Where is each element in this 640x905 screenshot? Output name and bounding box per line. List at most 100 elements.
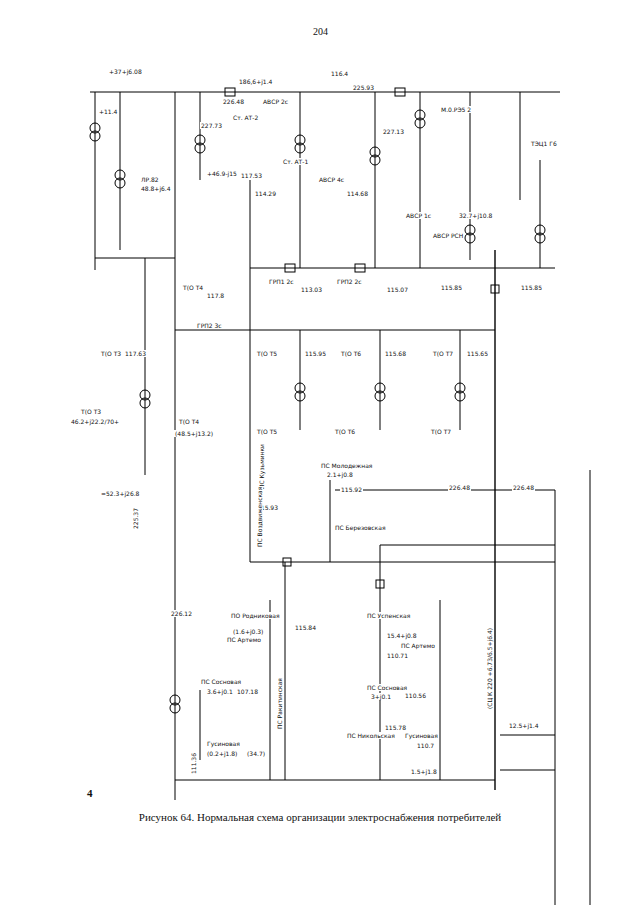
value-label: 110.7 bbox=[416, 742, 435, 749]
value-label: ТЭЦ1 Г6 bbox=[530, 140, 558, 147]
value-label: ГРП1 2с bbox=[268, 278, 295, 285]
value-label: 117.53 bbox=[240, 172, 263, 179]
value-label: ПС Сосновая bbox=[200, 678, 242, 685]
scheme-line bbox=[200, 92, 201, 180]
scheme-line bbox=[285, 562, 286, 780]
value-label: (СЦ К 220 +6.73/6.5+j6.4) bbox=[486, 627, 493, 710]
scheme-rect bbox=[395, 88, 405, 96]
scheme-circle bbox=[455, 391, 465, 401]
figure-caption: Рисунок 64. Нормальная схема организации… bbox=[0, 811, 640, 823]
scheme-line bbox=[175, 92, 176, 800]
value-label: 226.12 bbox=[170, 610, 193, 617]
scheme-circle bbox=[465, 233, 475, 243]
value-label: 46.2+j22.2/70+ bbox=[70, 418, 120, 425]
scheme-line bbox=[520, 92, 521, 200]
value-label: Т(О Т6 bbox=[340, 350, 362, 357]
scheme-circle bbox=[370, 155, 380, 165]
value-label: АВСР 2с bbox=[262, 98, 289, 105]
value-label: Ст. АТ-1 bbox=[282, 158, 309, 165]
value-label: 225.37 bbox=[132, 507, 139, 530]
value-label: +46.9-j15 bbox=[206, 170, 238, 177]
scheme-line bbox=[500, 770, 555, 771]
scheme-line bbox=[460, 330, 461, 430]
value-label: 227.13 bbox=[382, 128, 405, 135]
value-label: ПС Молодежная bbox=[320, 462, 373, 469]
scheme-line bbox=[250, 180, 251, 562]
scheme-circle bbox=[295, 143, 305, 153]
value-label: 32.7+j10.8 bbox=[458, 212, 493, 219]
value-label: Т(О Т3 bbox=[80, 408, 102, 415]
scheme-circle bbox=[115, 178, 125, 188]
value-label: 114.68 bbox=[346, 190, 369, 197]
value-label: +11.4 bbox=[98, 108, 118, 115]
value-label: 1.5+j1.8 bbox=[410, 768, 438, 775]
scheme-circle bbox=[140, 398, 150, 408]
value-label: 4 bbox=[86, 790, 94, 797]
value-label: ПО Родниковая bbox=[230, 612, 281, 619]
value-label: ПС Сосновая bbox=[366, 684, 408, 691]
value-label: 3.6+j0.1 bbox=[206, 688, 234, 695]
scheme-line bbox=[95, 92, 96, 270]
value-label: 117.8 bbox=[206, 292, 225, 299]
value-label: Ст. АТ-2 bbox=[232, 114, 259, 121]
scheme-line bbox=[95, 258, 175, 259]
scheme-line bbox=[380, 545, 555, 546]
value-label: Т(О Т7 bbox=[430, 428, 452, 435]
scheme-circle bbox=[295, 391, 305, 401]
value-label: Т(О Т7 bbox=[432, 350, 454, 357]
value-label: 2.1+j0.8 bbox=[326, 471, 354, 478]
value-label: Т(О Т4 bbox=[178, 418, 200, 425]
scheme-line bbox=[250, 562, 555, 563]
value-label: 226.48 bbox=[448, 484, 471, 491]
value-label: ГРП2 3с bbox=[196, 322, 223, 329]
scheme-line bbox=[590, 470, 591, 905]
value-label: 107.18 bbox=[236, 688, 259, 695]
value-label: (1.6+j0.3) bbox=[232, 628, 264, 635]
scheme-line bbox=[380, 330, 381, 430]
value-label: 225.93 bbox=[352, 84, 375, 91]
value-label: 115.65 bbox=[466, 350, 489, 357]
value-label: 115.95 bbox=[304, 350, 327, 357]
value-label: 115.84 bbox=[294, 624, 317, 631]
value-label: =52.3+j26.8 bbox=[100, 490, 140, 497]
value-label: +37+j6.08 bbox=[108, 68, 143, 75]
value-label: Т(О Т3 bbox=[100, 350, 122, 357]
scheme-rect bbox=[283, 558, 291, 566]
value-label: АВСР РСН bbox=[432, 232, 464, 239]
value-label: Т(О Т5 bbox=[256, 428, 278, 435]
value-label: ПС Кузьминки bbox=[258, 443, 265, 490]
scheme-line bbox=[440, 600, 441, 780]
value-label: 110.56 bbox=[404, 692, 427, 699]
value-label: (0.2+j1.8) bbox=[206, 750, 238, 757]
scheme-line bbox=[120, 92, 121, 250]
value-label: 110.71 bbox=[386, 652, 409, 659]
value-label: (48.5+j13.2) bbox=[174, 430, 214, 437]
scheme-circle bbox=[375, 391, 385, 401]
scheme-rect bbox=[285, 264, 295, 272]
value-label: Гусиновая bbox=[404, 732, 439, 739]
value-label: 111.36 bbox=[190, 752, 197, 775]
value-label: ГРП2 2с bbox=[336, 278, 363, 285]
value-label: 227.73 bbox=[200, 122, 223, 129]
value-label: 115.07 bbox=[386, 286, 409, 293]
value-label: 15.4+j0.8 bbox=[386, 632, 418, 639]
value-label: ПС Артемо bbox=[400, 642, 436, 649]
scheme-line bbox=[90, 92, 560, 93]
scheme-line bbox=[145, 258, 146, 475]
scheme-line bbox=[330, 480, 331, 562]
scheme-line bbox=[555, 490, 556, 905]
scheme-line bbox=[175, 780, 495, 781]
value-label: 186,6+j1.4 bbox=[238, 78, 273, 85]
value-label: 113.03 bbox=[300, 286, 323, 293]
scheme-line bbox=[540, 160, 541, 268]
scheme-line bbox=[270, 600, 271, 780]
scheme-rect bbox=[225, 88, 235, 96]
scheme-circle bbox=[170, 703, 180, 713]
value-label: ПС Воздвиженская bbox=[256, 486, 263, 548]
scheme-line bbox=[375, 92, 376, 268]
value-label: Гусиновая bbox=[206, 740, 241, 747]
value-label: (34.7) bbox=[246, 750, 266, 757]
value-label: ПС Березовская bbox=[334, 524, 387, 531]
scheme-line bbox=[175, 330, 495, 331]
